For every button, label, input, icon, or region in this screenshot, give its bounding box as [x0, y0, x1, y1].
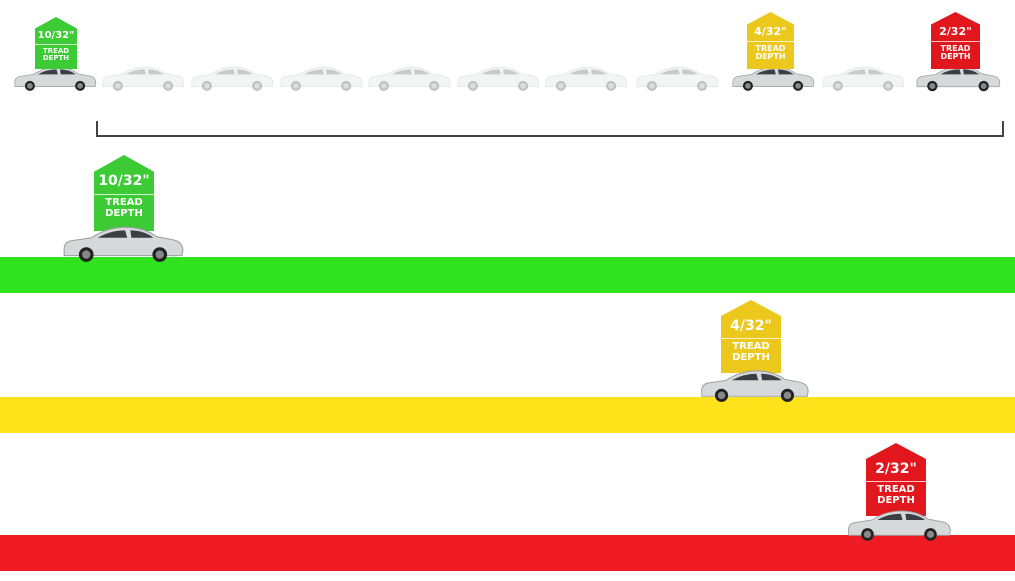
band-red	[0, 535, 1015, 571]
car-ghost	[455, 63, 541, 93]
car-yellow-band	[698, 366, 811, 404]
car-red-band	[845, 506, 953, 543]
band-yellow	[0, 397, 1015, 433]
car-ghost	[366, 63, 452, 93]
car-ghost	[634, 63, 720, 93]
badge-value: 10/32"	[37, 30, 75, 41]
car-ghost	[100, 63, 186, 93]
badge-value: 4/32"	[730, 318, 772, 334]
car-ghost	[278, 63, 364, 93]
car-ghost	[189, 63, 275, 93]
car-ghost	[543, 63, 629, 93]
badge-value: 2/32"	[875, 461, 917, 477]
badge-value: 10/32"	[98, 173, 150, 189]
band-green	[0, 257, 1015, 293]
car-ghost	[820, 63, 906, 93]
badge-value: 2/32"	[939, 25, 972, 38]
car-green-band	[60, 222, 186, 264]
range-bracket	[96, 121, 1004, 137]
badge-value: 4/32"	[754, 25, 787, 38]
